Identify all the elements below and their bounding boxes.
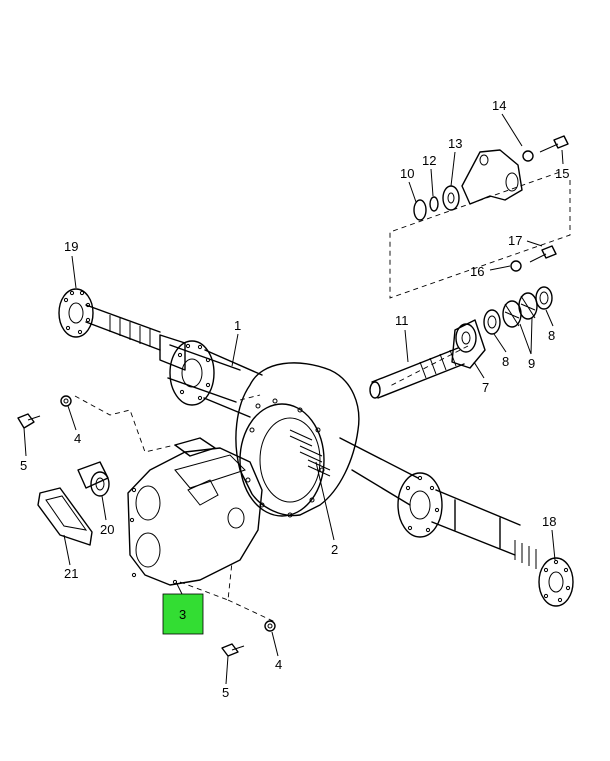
callout-8-left[interactable]: 8: [502, 354, 509, 369]
callout-14[interactable]: 14: [492, 98, 506, 113]
bearings-8-9: [483, 286, 553, 335]
callout-4-left[interactable]: 4: [74, 431, 81, 446]
yoke-flange-7: [451, 319, 486, 369]
input-shaft: [369, 347, 465, 399]
callout-15[interactable]: 15: [555, 166, 569, 181]
callout-12[interactable]: 12: [422, 153, 436, 168]
highlight-box: [162, 593, 204, 635]
callout-7[interactable]: 7: [482, 380, 489, 395]
callout-5-left[interactable]: 5: [20, 458, 27, 473]
callout-19[interactable]: 19: [64, 239, 78, 254]
callout-16[interactable]: 16: [470, 264, 484, 279]
seal-20: [77, 461, 110, 497]
callout-3[interactable]: 3: [179, 607, 186, 622]
callout-5-bottom[interactable]: 5: [222, 685, 229, 700]
upper-yoke-assembly: [413, 135, 569, 221]
callout-17[interactable]: 17: [508, 233, 522, 248]
callout-2[interactable]: 2: [331, 542, 338, 557]
callout-labels: 19 1 14 15 10 12 13 17 16 11 8 8 9 7 4 5…: [20, 98, 569, 700]
axle-housing: [169, 340, 443, 538]
differential-carrier: [127, 437, 263, 586]
callout-8-right[interactable]: 8: [548, 328, 555, 343]
callout-11[interactable]: 11: [395, 313, 409, 328]
assembly-guide-lines: [74, 171, 571, 623]
leader-lines: [23, 113, 564, 685]
right-axle-shaft: [431, 489, 574, 607]
callout-13[interactable]: 13: [448, 136, 462, 151]
bottom-fasteners: [221, 620, 276, 657]
left-fasteners: [17, 395, 72, 429]
callout-4-bottom[interactable]: 4: [275, 657, 282, 672]
callout-20[interactable]: 20: [100, 522, 114, 537]
callout-18[interactable]: 18: [542, 514, 556, 529]
callout-21[interactable]: 21: [64, 566, 78, 581]
washer-16-bolt-17: [510, 245, 557, 272]
cover-21: [37, 487, 93, 546]
callout-1[interactable]: 1: [234, 318, 241, 333]
callout-9[interactable]: 9: [528, 356, 535, 371]
left-axle-shaft: [58, 288, 241, 403]
callout-10[interactable]: 10: [400, 166, 414, 181]
